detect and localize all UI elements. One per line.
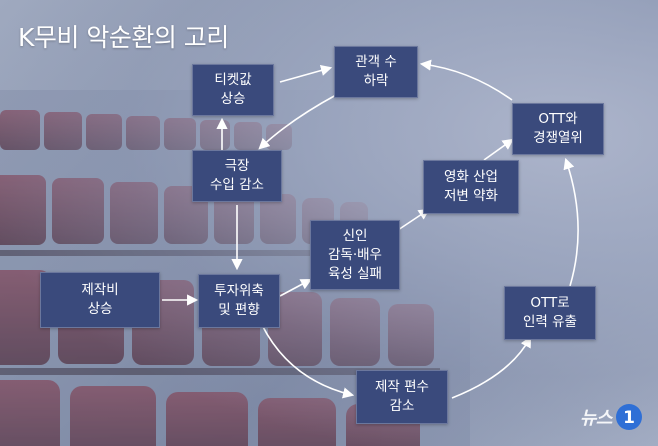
node-label: 관객 수 하락 xyxy=(355,54,397,89)
node-label: 극장 수입 감소 xyxy=(210,158,264,193)
brand-text: 뉴스 xyxy=(579,408,613,429)
node-label: OTT와 경쟁열위 xyxy=(533,111,583,146)
arrow-film-industry-to-ott xyxy=(483,138,514,161)
node-label: 제작 편수 감소 xyxy=(375,379,429,414)
arrow-ott-compete-to-audience xyxy=(419,59,513,101)
news1-watermark: 뉴스 1 xyxy=(580,402,644,432)
node-label: OTT로 인력 유출 xyxy=(523,295,577,330)
node-label: 티켓값 상승 xyxy=(214,72,252,107)
node-label: 제작비 상승 xyxy=(81,282,119,317)
node-ticket-price-rise: 티켓값 상승 xyxy=(192,64,274,116)
arrow-ticket-to-audience xyxy=(279,65,333,83)
node-film-industry-weaken: 영화 산업 저변 약화 xyxy=(423,160,519,214)
arrow-ott-talent-to-ott-compete xyxy=(563,157,579,287)
node-audience-decline: 관객 수 하락 xyxy=(334,46,418,98)
logo-glyph: 1 xyxy=(623,408,635,428)
node-label: 영화 산업 저변 약화 xyxy=(444,169,498,204)
page-title: K무비 악순환의 고리 xyxy=(18,23,229,52)
arrow-production-to-ott-talent xyxy=(451,336,532,399)
node-ott-competition: OTT와 경쟁열위 xyxy=(512,103,604,155)
arrow-invest-to-production xyxy=(261,324,355,399)
node-label: 투자위축 및 편향 xyxy=(214,283,264,318)
node-talent-outflow-to-ott: OTT로 인력 유출 xyxy=(504,286,596,340)
news1-logo-icon: 1 xyxy=(616,404,642,430)
node-production-count-drop: 제작 편수 감소 xyxy=(356,370,448,424)
node-label: 신인 감독·배우 육성 실패 xyxy=(328,227,382,282)
node-theater-revenue-drop: 극장 수입 감소 xyxy=(192,150,282,202)
arrow-invest-to-newcomer xyxy=(279,278,312,297)
node-newcomer-failure: 신인 감독·배우 육성 실패 xyxy=(310,220,400,290)
arrow-audience-to-theater xyxy=(258,94,337,150)
node-production-cost-rise: 제작비 상승 xyxy=(40,272,160,328)
node-investment-shrink: 투자위축 및 편향 xyxy=(198,274,280,328)
